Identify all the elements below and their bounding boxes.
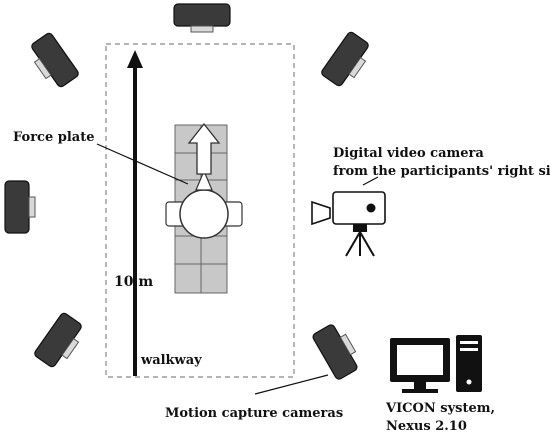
motion-camera-top-left [31,32,79,88]
distance-label: 10 m [114,274,153,290]
motion-camera-top-right [321,31,369,87]
walkway-boundary [105,43,295,378]
computer-icon [390,335,482,393]
motion-camera-bottom-left [34,312,82,368]
motion-capture-label: Motion capture cameras [165,406,343,421]
walkway-label: walkway [140,353,202,368]
walking-direction-arrow [127,50,143,376]
video-camera-leader [362,176,379,186]
video-camera-label-line2: from the participants' right side [333,164,550,179]
participant-icon [165,169,243,239]
forward-direction-icon [187,122,221,175]
motion-camera-top [173,3,231,33]
motion-camera-bottom-right [312,324,358,380]
motion-camera-leader [254,374,329,395]
motion-camera-left [4,180,36,234]
force-plate-label: Force plate [13,130,94,145]
vicon-label-line2: Nexus 2.10 [386,419,467,434]
vicon-label-line1: VICON system, [385,401,495,416]
video-camera-icon [311,191,386,257]
video-camera-label-line1: Digital video camera [333,146,484,161]
force-plate-leader [96,143,189,185]
